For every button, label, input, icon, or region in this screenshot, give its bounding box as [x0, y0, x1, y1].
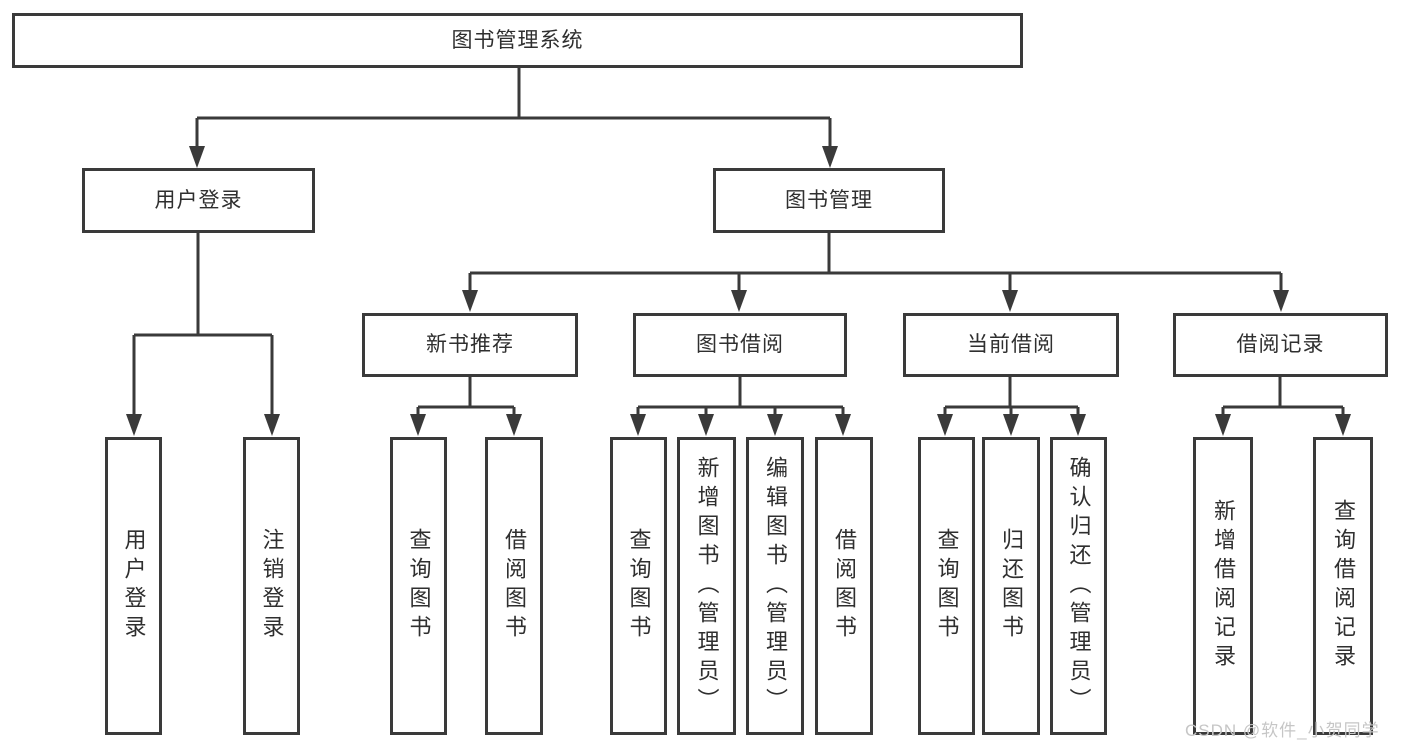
leaf-logout: 注销登录	[243, 437, 300, 735]
leaf-borrow-add-books-admin: 新增图书（管理员）	[677, 437, 736, 735]
csdn-watermark: CSDN @软件_小贺同学	[1185, 721, 1380, 740]
leaf-borrow-edit-books-admin: 编辑图书（管理员）	[746, 437, 804, 735]
leaf-records-query-record: 查询借阅记录	[1313, 437, 1373, 735]
node-user-login: 用户登录	[82, 168, 315, 233]
node-new-book-recommend: 新书推荐	[362, 313, 578, 377]
node-borrow-records: 借阅记录	[1173, 313, 1388, 377]
leaf-records-add-record: 新增借阅记录	[1193, 437, 1253, 735]
node-library-system: 图书管理系统	[12, 13, 1023, 68]
leaf-user-login: 用户登录	[105, 437, 162, 735]
leaf-borrow-query-books: 查询图书	[610, 437, 667, 735]
leaf-recommend-borrow-books: 借阅图书	[485, 437, 543, 735]
leaf-current-return-books: 归还图书	[982, 437, 1040, 735]
node-book-borrow: 图书借阅	[633, 313, 847, 377]
leaf-recommend-query-books: 查询图书	[390, 437, 447, 735]
leaf-current-query-books: 查询图书	[918, 437, 975, 735]
node-current-borrow: 当前借阅	[903, 313, 1119, 377]
leaf-borrow-borrow-books: 借阅图书	[815, 437, 873, 735]
node-book-management: 图书管理	[713, 168, 945, 233]
leaf-current-confirm-return-admin: 确认归还（管理员）	[1050, 437, 1107, 735]
